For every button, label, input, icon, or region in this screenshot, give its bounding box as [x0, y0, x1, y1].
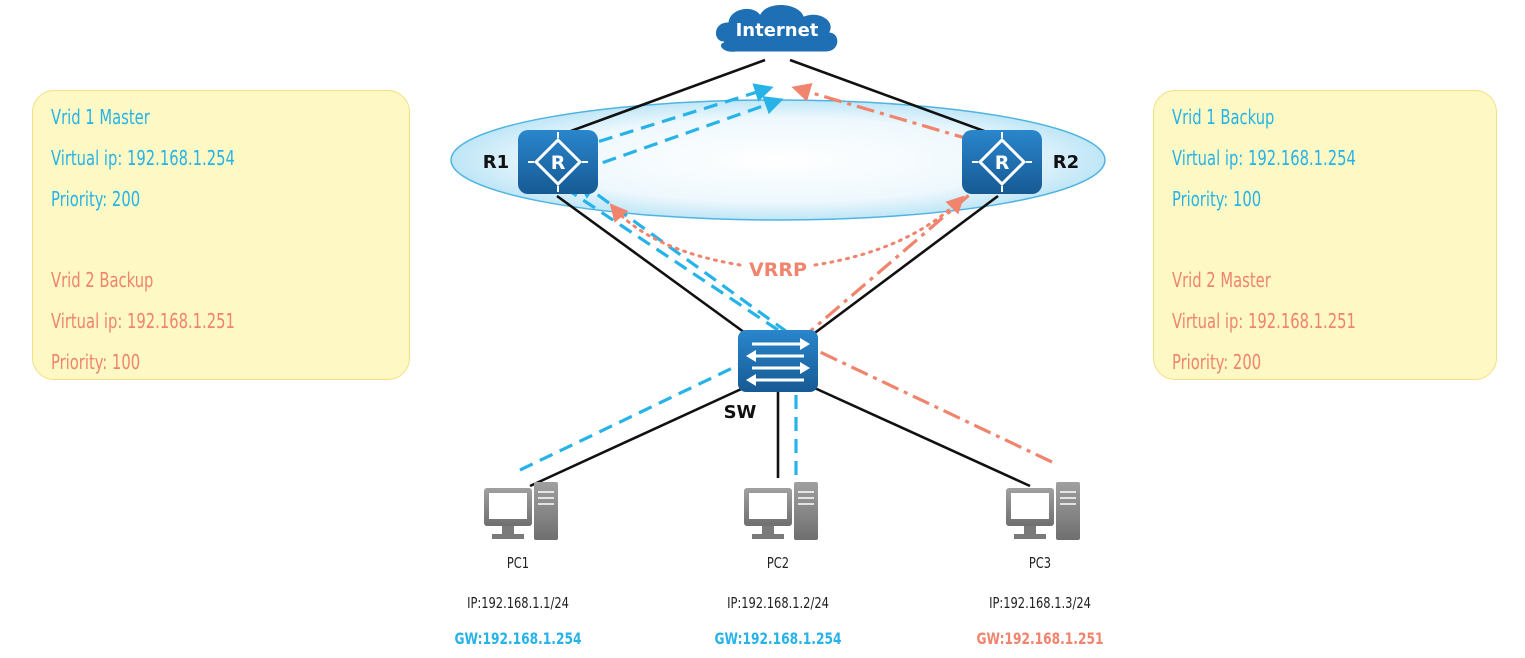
r1-vrid1-title: Vrid 1 Master: [51, 105, 150, 129]
pc-gateway: GW:192.168.1.254: [715, 630, 842, 648]
pc-name: PC2: [767, 555, 789, 572]
router-r2-label: R2: [1053, 152, 1079, 173]
vrid1-path-r1-internet-a: [577, 83, 774, 150]
link-sw-pc1: [529, 383, 751, 488]
r2-vrid1-vip: Virtual ip: 192.168.1.254: [1172, 146, 1356, 170]
r2-vrid1-title: Vrid 1 Backup: [1172, 105, 1275, 129]
r1-vrrp-info-box: Vrid 1 Master Virtual ip: 192.168.1.254 …: [32, 90, 410, 380]
vrrp-arc-right: [813, 195, 965, 267]
router-r2: R R2: [962, 130, 1079, 194]
router-icon: R: [528, 132, 588, 192]
vrid1-path-sw-r1-b: [567, 188, 779, 332]
r2-vrid2-title: Vrid 2 Master: [1172, 268, 1271, 292]
link-r1-sw: [556, 194, 753, 340]
r1-vrid1-priority: Priority: 200: [51, 187, 141, 211]
link-sw-pc3: [807, 383, 1031, 488]
pc-gateway: GW:192.168.1.254: [455, 630, 582, 648]
pc-ip: IP:192.168.1.2/24: [727, 595, 829, 612]
computer-icon: [484, 482, 558, 540]
link-r2-internet: [789, 58, 996, 137]
svg-text:R: R: [995, 152, 1010, 174]
router-r1: R R1: [483, 130, 598, 194]
link-r2-sw: [807, 194, 999, 340]
vrrp-label: VRRP: [749, 259, 807, 281]
r2-vrid2-priority: Priority: 200: [1172, 350, 1262, 374]
r2-vrid1-priority: Priority: 100: [1172, 187, 1262, 211]
r2-vrrp-info-box: Vrid 1 Backup Virtual ip: 192.168.1.254 …: [1153, 90, 1497, 380]
pc-ip: IP:192.168.1.1/24: [467, 595, 569, 612]
vrrp-arc-left: [609, 203, 742, 267]
router-r2-body: [962, 130, 1042, 194]
r1-vrid2-priority: Priority: 100: [51, 350, 141, 374]
cloud-icon: [715, 4, 839, 53]
computer-icon: [744, 482, 818, 540]
r1-vrid2-vip: Virtual ip: 192.168.1.251: [51, 309, 235, 333]
r1-vrid1-vip: Virtual ip: 192.168.1.254: [51, 146, 235, 170]
r2-vrid2-vip: Virtual ip: 192.168.1.251: [1172, 309, 1356, 333]
router-icon: R: [972, 132, 1032, 192]
link-r1-internet: [559, 58, 766, 137]
switch-label: SW: [724, 402, 757, 423]
pc-group: PC1IP:192.168.1.1/24GW:192.168.1.254PC2I…: [455, 482, 1104, 648]
switch-arrows-icon: [746, 338, 810, 386]
pc-ip: IP:192.168.1.3/24: [989, 595, 1091, 612]
r1-vrid2-title: Vrid 2 Backup: [51, 268, 154, 292]
internet-label: Internet: [736, 20, 819, 41]
vrid2-path-r2-internet: [791, 83, 973, 142]
internet-cloud: Internet: [715, 4, 839, 53]
pc-name: PC3: [1029, 555, 1051, 572]
vrid1-path-r1-internet-b: [581, 96, 784, 172]
physical-links: [529, 58, 1031, 488]
vrid2-path-pc3: [819, 350, 1053, 464]
router-r1-body: [518, 130, 598, 194]
router-r1-label: R1: [483, 152, 509, 173]
switch-body: [738, 330, 818, 392]
switch-sw: SW: [724, 330, 818, 423]
pc-gateway: GW:192.168.1.251: [977, 630, 1104, 648]
pc-name: PC1: [507, 555, 529, 572]
computer-icon: [1006, 482, 1080, 540]
vrid1-path-pc1: [519, 348, 771, 472]
svg-text:R: R: [551, 152, 566, 174]
vrrp-heartbeat: [609, 195, 965, 267]
